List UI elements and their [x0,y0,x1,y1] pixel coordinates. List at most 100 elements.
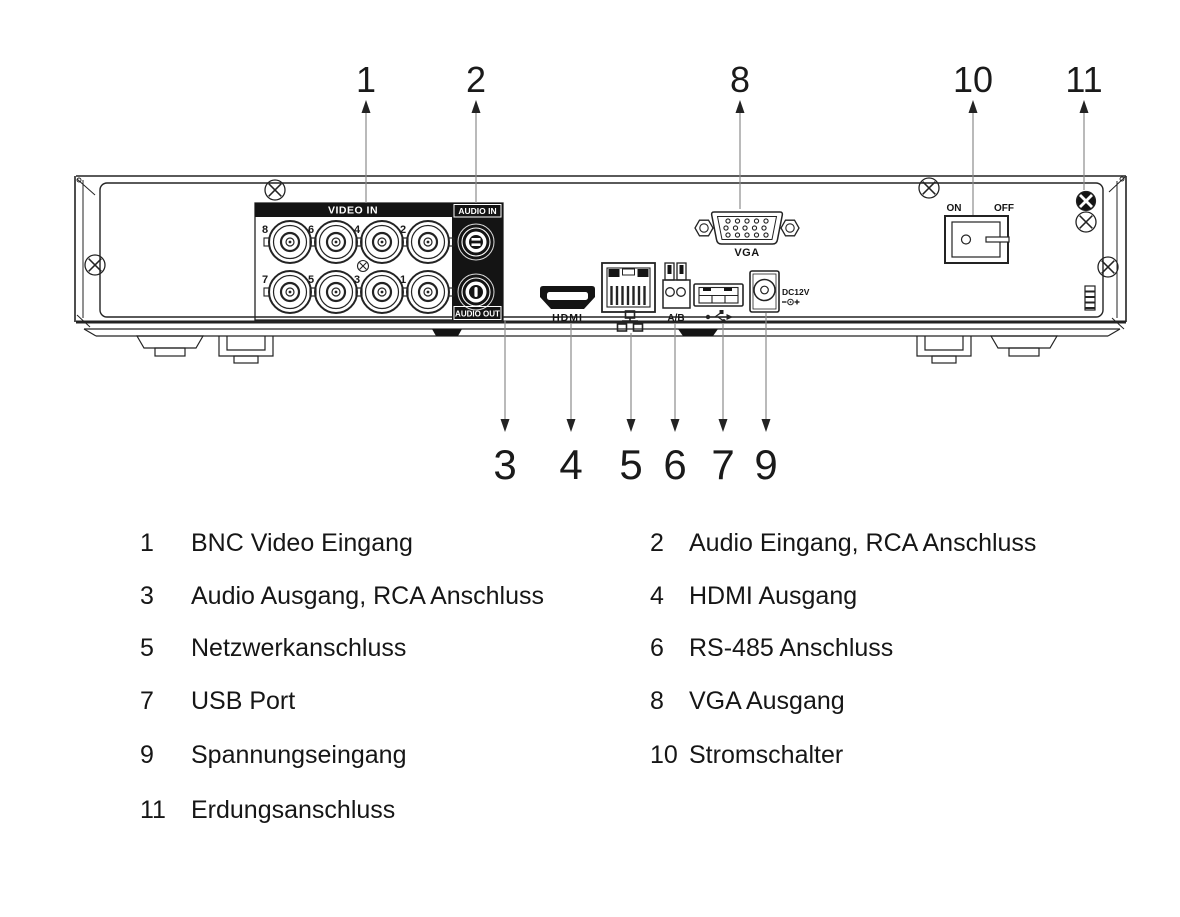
switch-off-label: OFF [994,203,1014,214]
callout-number: 1 [356,59,376,100]
legend-label: BNC Video Eingang [191,529,413,557]
callout-arrow [566,419,576,432]
legend-label: VGA Ausgang [689,687,845,715]
callout-arrow [1079,100,1089,113]
bnc-label: 2 [400,224,406,236]
callouts-bottom: 3 4 5 6 7 9 [493,313,778,488]
callout-number: 4 [559,441,582,488]
vga-port: VGA [694,211,800,259]
device-rear-panel-drawing: VIDEO IN 8 6 4 2 7 5 3 1 AUDIO IN [74,59,1127,488]
legend-label: Erdungsanschluss [191,796,396,824]
callout-number: 3 [493,441,516,488]
callout-11: 11 [1065,59,1103,190]
legend-item-6: 6 RS-485 Anschluss [645,633,893,663]
callout-7: 7 [711,324,735,488]
bnc-label: 8 [262,224,268,236]
legend-item-4: 4 HDMI Ausgang [645,581,857,611]
bottom-notch [432,329,462,336]
legend-item-2: 2 Audio Eingang, RCA Anschluss [645,528,1036,558]
legend-number: 2 [650,529,664,557]
callout-5: 5 [619,333,643,488]
serrated-washer [1084,285,1096,311]
legend-item-10: 10 Stromschalter [645,740,843,770]
callout-2: 2 [466,59,486,203]
audio-section: AUDIO IN AUDIO OUT [453,204,502,320]
legend-item-9: 9 Spannungseingang [125,740,406,770]
ethernet-port [601,262,656,332]
video-in-label: VIDEO IN [328,205,378,217]
bnc-label: 4 [354,224,361,236]
bnc-label: 6 [308,224,314,236]
legend-item-1: 1 BNC Video Eingang [125,528,413,558]
rs485-terminal: A/B [662,262,691,324]
legend-label: Audio Eingang, RCA Anschluss [689,529,1037,557]
bnc-label: 3 [354,274,360,286]
network-icon [616,310,644,332]
legend-number: 7 [140,687,154,715]
bnc-label: 1 [400,274,406,286]
callout-4: 4 [559,324,583,488]
legend-number: 4 [650,582,664,610]
rca-jack-audio-in [457,223,495,261]
callout-arrow [718,419,728,432]
vga-label: VGA [734,247,759,259]
usb-port [693,283,744,323]
legend-label: USB Port [191,687,296,715]
callout-3: 3 [493,321,517,488]
vga-screw-nut [694,219,714,237]
legend-item-5: 5 Netzwerkanschluss [125,633,406,663]
legend-number: 6 [650,634,664,662]
callout-number: 2 [466,59,486,100]
legend-label: RS-485 Anschluss [689,634,894,662]
callout-arrow [361,100,371,113]
callout-number: 8 [730,59,750,100]
legend-label: Netzwerkanschluss [191,634,407,662]
bottom-notch [678,329,718,336]
legend-item-3: 3 Audio Ausgang, RCA Anschluss [125,581,544,611]
callout-arrow [761,419,771,432]
callout-arrow [670,419,680,432]
audio-out-label: AUDIO OUT [455,310,500,319]
callout-10: 10 [953,59,993,215]
callout-arrow [735,100,745,113]
bnc-label: 7 [262,274,268,286]
switch-on-label: ON [947,203,962,214]
callout-9: 9 [754,313,778,488]
rs485-label: A/B [667,313,684,324]
legend-label: Spannungseingang [191,741,407,769]
callout-arrow [471,100,481,113]
legend-label: HDMI Ausgang [689,582,858,610]
legend-label: Stromschalter [689,741,844,769]
callout-arrow [500,419,510,432]
callout-8: 8 [730,59,750,209]
legend-number: 5 [140,634,154,662]
callout-number: 7 [711,441,734,488]
dc12v-label: DC12V [782,287,810,297]
usb-icon [705,310,733,323]
hdmi-port: HDMI [540,286,595,324]
callout-1: 1 [356,59,376,203]
callout-number: 11 [1065,59,1102,100]
callout-arrow [626,419,636,432]
legend-item-11: 11 Erdungsanschluss [125,795,395,825]
legend-item-8: 8 VGA Ausgang [645,686,845,716]
legend-number: 3 [140,582,154,610]
callouts-top: 1 2 8 10 11 [356,59,1103,215]
audio-in-label: AUDIO IN [458,206,496,216]
polarity-icon [782,298,800,306]
callout-number: 10 [953,59,993,100]
legend-number: 8 [650,687,664,715]
dc-power-jack: DC12V [749,270,810,313]
legend-number: 1 [140,529,154,557]
small-screw-icon [356,259,370,273]
callout-number: 9 [754,441,777,488]
bnc-label: 5 [308,274,314,286]
hdmi-label: HDMI [552,312,583,324]
legend-item-7: 7 USB Port [125,686,295,716]
callout-6: 6 [663,324,687,488]
legend-label: Audio Ausgang, RCA Anschluss [191,582,545,610]
legend-number: 11 [140,796,166,824]
legend-number: 10 [650,741,678,769]
